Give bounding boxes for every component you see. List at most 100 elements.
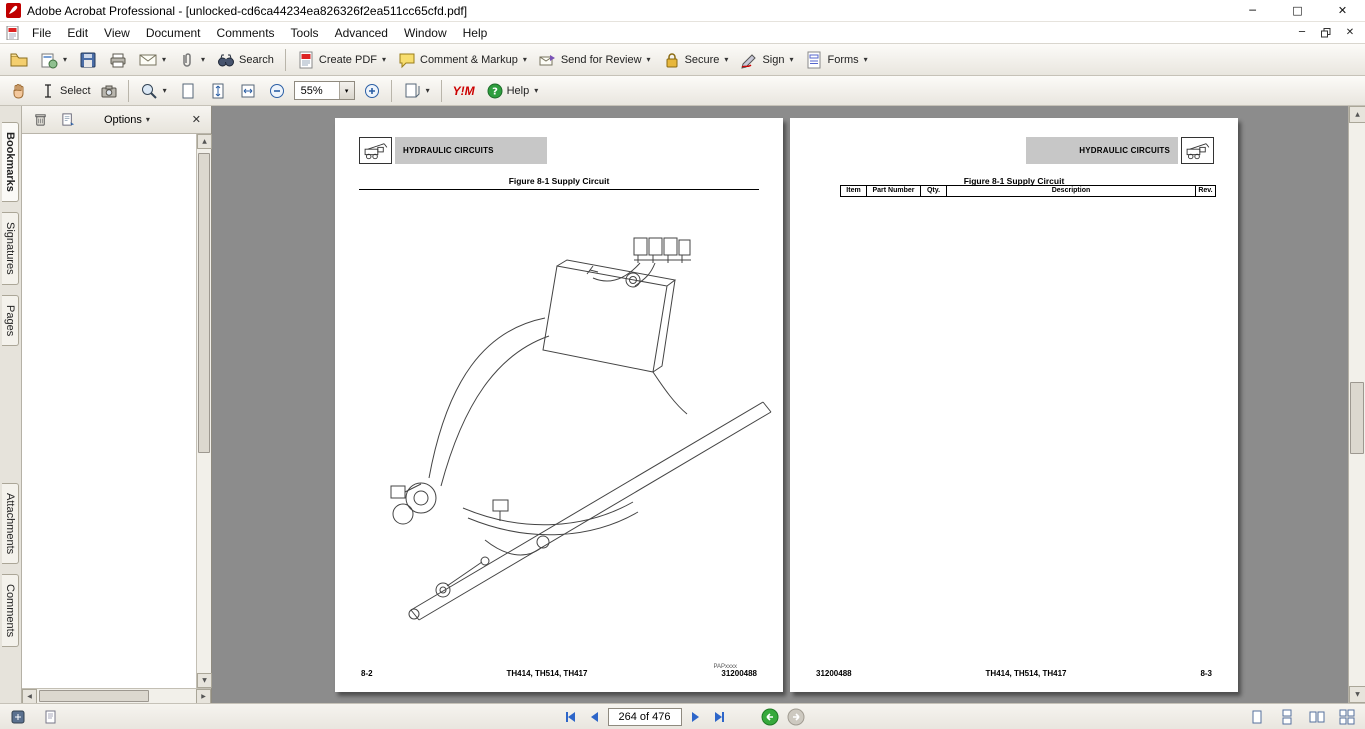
hand-tool-button[interactable] [4, 79, 34, 103]
page-display-button[interactable]: ▾ [397, 79, 436, 103]
last-page-button[interactable] [710, 707, 730, 727]
fit-width-button[interactable] [233, 79, 263, 103]
menu-view[interactable]: View [96, 23, 138, 43]
col-header-rev: Rev. [1196, 186, 1216, 197]
delete-bookmark-button[interactable] [30, 110, 50, 130]
document-vertical-scrollbar[interactable]: ▲ ▼ [1348, 106, 1365, 703]
scrollbar-thumb[interactable] [39, 690, 149, 702]
bookmarks-tree [22, 134, 196, 688]
parts-table: Item Part Number Qty. Description Rev. [840, 185, 1216, 197]
zoom-tool-button[interactable]: ▾ [134, 79, 173, 103]
help-button[interactable]: ?Help▾ [481, 80, 545, 102]
attach-button[interactable]: ▾ [172, 48, 211, 72]
magnifier-icon [140, 82, 158, 100]
actual-size-button[interactable] [173, 79, 203, 103]
document-close-button[interactable]: ✕ [1343, 26, 1357, 39]
open-button[interactable] [4, 48, 34, 72]
scroll-left-icon[interactable]: ◀ [22, 689, 37, 704]
fit-page-button[interactable] [203, 79, 233, 103]
page-header-band: HYDRAULIC CIRCUITS [359, 137, 547, 164]
zoom-out-button[interactable] [263, 80, 291, 102]
two-up-continuous-layout-button[interactable] [1337, 707, 1357, 727]
page-header-label: HYDRAULIC CIRCUITS [1026, 137, 1178, 164]
zoom-dropdown-icon[interactable]: ▾ [339, 82, 354, 99]
scrollbar-thumb[interactable] [1350, 382, 1364, 454]
open-organizer-button[interactable]: ▾ [34, 48, 73, 72]
panel-tab-signatures[interactable]: Signatures [2, 212, 19, 285]
bookmarks-panel: Options▾ ✕ ▲ ▼ ◀ ▶ [22, 106, 212, 703]
continuous-layout-button[interactable] [1277, 707, 1297, 727]
two-up-layout-button[interactable] [1307, 707, 1327, 727]
send-for-review-button[interactable]: Send for Review▾ [533, 48, 657, 72]
zoom-value: 55% [301, 85, 335, 97]
zoom-out-icon [269, 83, 285, 99]
scroll-up-icon[interactable]: ▲ [1349, 106, 1365, 123]
bookmarks-vertical-scrollbar[interactable]: ▲ ▼ [196, 134, 211, 688]
document-minimize-button[interactable]: ─ [1295, 26, 1309, 39]
panel-tab-pages[interactable]: Pages [2, 295, 19, 346]
sign-button[interactable]: Sign▾ [734, 48, 799, 72]
menu-document[interactable]: Document [138, 23, 209, 43]
scroll-down-icon[interactable]: ▼ [197, 673, 212, 688]
page-display-icon [403, 82, 421, 100]
comment-markup-button[interactable]: Comment & Markup▾ [392, 48, 533, 72]
email-button[interactable]: ▾ [133, 48, 172, 72]
menu-edit[interactable]: Edit [59, 23, 96, 43]
previous-page-button[interactable] [584, 707, 604, 727]
menu-tools[interactable]: Tools [283, 23, 327, 43]
expand-current-bookmark-button[interactable] [58, 110, 78, 130]
toolbar-separator [128, 80, 129, 102]
snapshot-camera-icon [101, 83, 117, 99]
zoom-level-combo[interactable]: 55% ▾ [294, 81, 355, 100]
footer-doc-number: 31200488 [816, 669, 852, 678]
secure-button[interactable]: Secure▾ [657, 48, 735, 72]
app-body: BookmarksSignaturesPagesAttachmentsComme… [0, 106, 1365, 703]
nav-tabstrip: BookmarksSignaturesPagesAttachmentsComme… [0, 106, 22, 703]
scroll-up-icon[interactable]: ▲ [197, 134, 212, 149]
page-header-label: HYDRAULIC CIRCUITS [395, 137, 547, 164]
scroll-down-icon[interactable]: ▼ [1349, 686, 1365, 703]
save-button[interactable] [73, 48, 103, 72]
bookmarks-horizontal-scrollbar[interactable]: ◀ ▶ [22, 688, 211, 703]
menu-advanced[interactable]: Advanced [327, 23, 396, 43]
panel-tab-attachments[interactable]: Attachments [2, 483, 19, 564]
toolbar-separator [391, 80, 392, 102]
scrollbar-thumb[interactable] [198, 153, 210, 453]
next-page-button[interactable] [686, 707, 706, 727]
previous-view-button[interactable] [760, 707, 780, 727]
ibeam-cursor-icon [40, 83, 56, 99]
document-status-icon[interactable] [8, 707, 28, 727]
single-page-layout-button[interactable] [1247, 707, 1267, 727]
print-button[interactable] [103, 48, 133, 72]
toolbar-separator [441, 80, 442, 102]
next-view-button[interactable] [786, 707, 806, 727]
close-button[interactable]: ✕ [1320, 0, 1365, 21]
svg-text:?: ? [492, 86, 498, 97]
menu-window[interactable]: Window [396, 23, 455, 43]
bookmarks-close-button[interactable]: ✕ [188, 111, 205, 128]
scroll-right-icon[interactable]: ▶ [196, 689, 211, 704]
fit-page-icon [209, 82, 227, 100]
panel-tab-bookmarks[interactable]: Bookmarks [2, 122, 19, 202]
page-number-field[interactable]: 264 of 476 [608, 708, 682, 726]
panel-tab-comments[interactable]: Comments [2, 574, 19, 647]
actual-size-page-icon [179, 82, 197, 100]
paperclip-icon [178, 51, 196, 69]
minimize-button[interactable]: ─ [1230, 0, 1275, 21]
menu-file[interactable]: File [24, 23, 59, 43]
forms-button[interactable]: Forms▾ [799, 48, 873, 72]
document-area[interactable]: HYDRAULIC CIRCUITS Figure 8-1 Supply Cir… [212, 106, 1365, 703]
search-button[interactable]: Search [211, 48, 280, 72]
create-pdf-button[interactable]: Create PDF▾ [291, 48, 392, 72]
bookmarks-options-button[interactable]: Options▾ [100, 112, 154, 128]
maximize-button[interactable]: □ [1275, 0, 1320, 21]
messenger-button[interactable]: Y!M [447, 81, 481, 101]
open-folder-icon [10, 51, 28, 69]
page-thumbnails-icon[interactable] [42, 707, 62, 727]
select-tool-button[interactable]: Select [34, 80, 123, 102]
zoom-in-button[interactable] [358, 80, 386, 102]
menu-comments[interactable]: Comments [209, 23, 283, 43]
menu-help[interactable]: Help [455, 23, 496, 43]
first-page-button[interactable] [560, 707, 580, 727]
document-restore-button[interactable] [1319, 26, 1333, 39]
